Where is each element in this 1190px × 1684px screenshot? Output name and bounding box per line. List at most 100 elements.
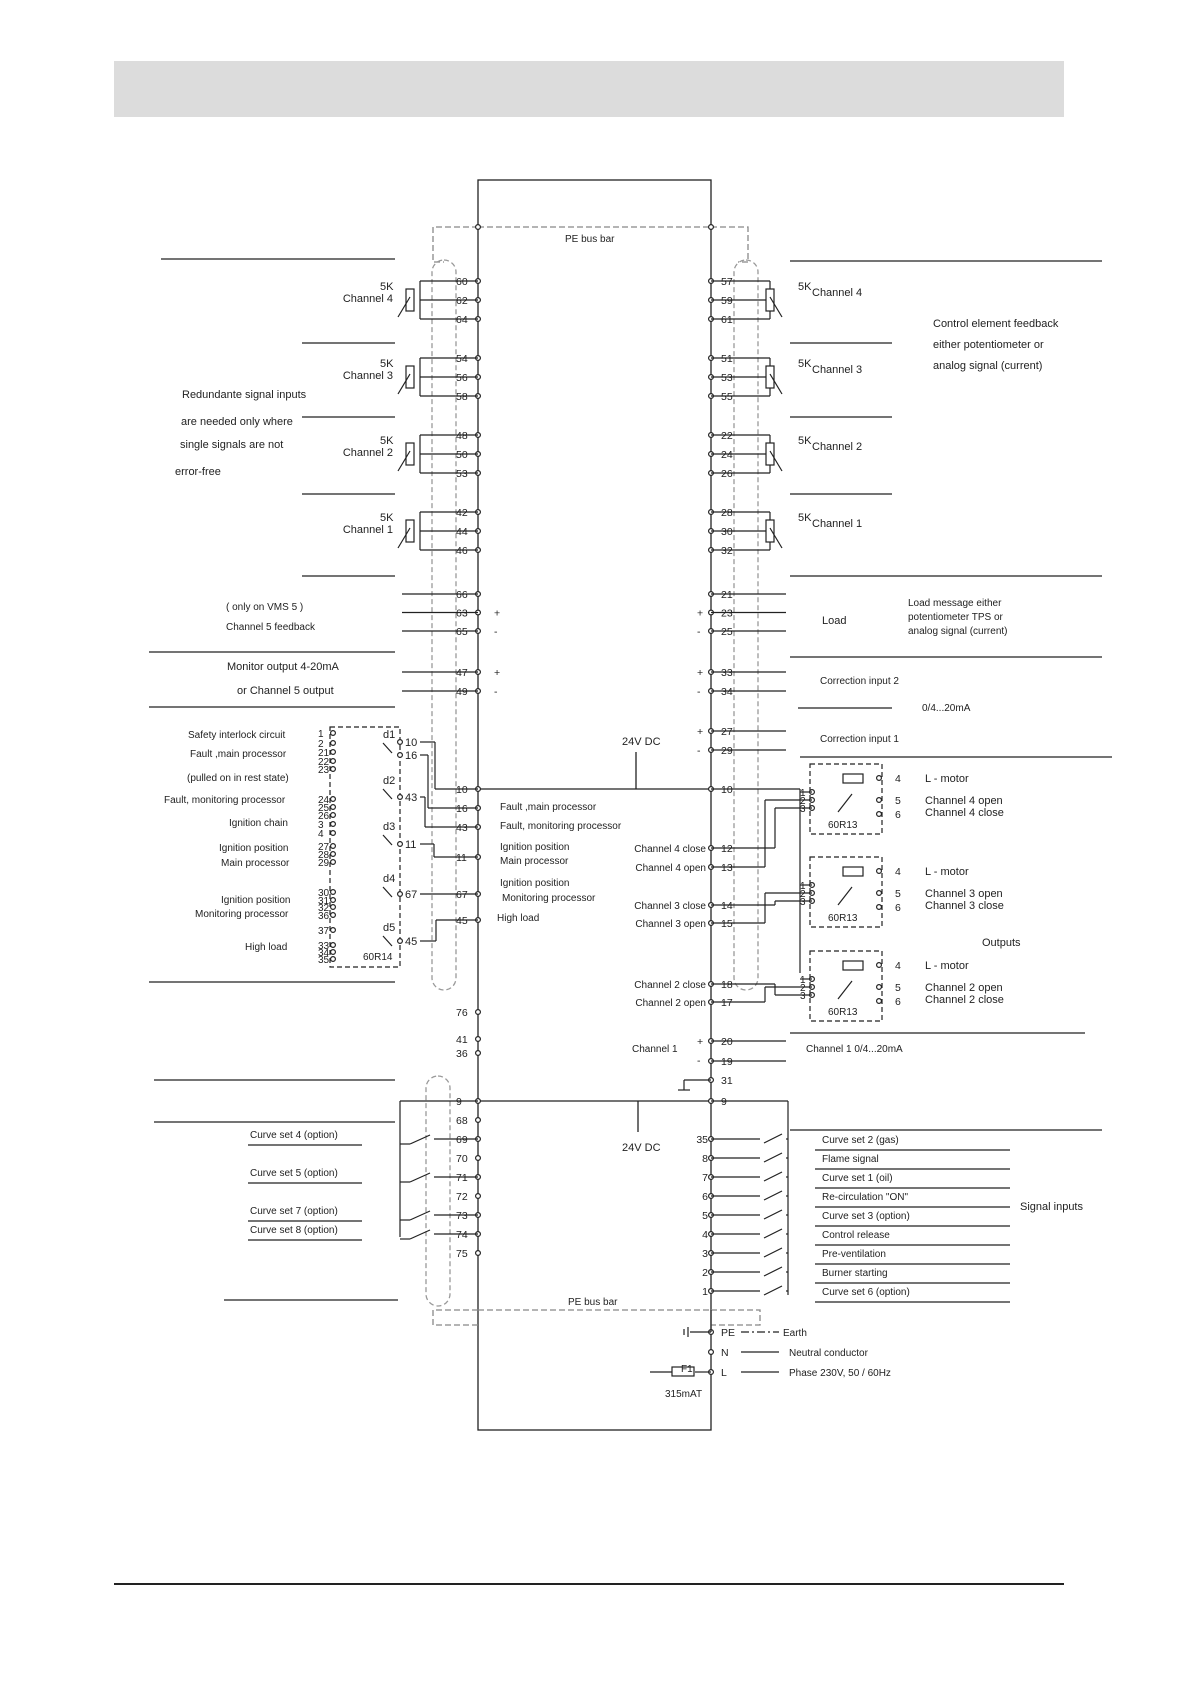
- relay-term-number: 2: [800, 796, 806, 807]
- signal-input-label: Flame signal: [822, 1154, 879, 1165]
- relay-term-number: 5: [895, 888, 901, 900]
- terminal-dot: [330, 903, 337, 910]
- relay-label-ign-pos-main-2: Main processor: [221, 858, 290, 869]
- terminal-dot: [397, 738, 404, 745]
- load-note-3: analog signal (current): [908, 626, 1008, 637]
- relay-contact-label: d4: [383, 873, 395, 885]
- pin-label: 44: [456, 526, 468, 538]
- signal-inputs-label: Signal inputs: [1020, 1201, 1083, 1213]
- pin-label: 41: [456, 1034, 468, 1046]
- pin-label: 3: [702, 1248, 708, 1260]
- sign-label: -: [697, 1055, 701, 1067]
- motor-open-label: Channel 4 open: [635, 863, 706, 874]
- pin-label: 68: [456, 1115, 468, 1127]
- load-note-1: Load message either: [908, 598, 1002, 609]
- relay-term-number: 2: [800, 983, 806, 994]
- pe-bus-top-label: PE bus bar: [565, 234, 615, 245]
- pot-wiper: [397, 296, 411, 318]
- terminal-dot: [330, 926, 337, 933]
- redundant-note-4: error-free: [175, 466, 221, 478]
- potentiometer-icon: [405, 442, 415, 466]
- redundant-note-3: single signals are not: [180, 439, 283, 451]
- motor-close-label: Channel 2 close: [634, 980, 706, 991]
- switch-icon: [763, 1190, 783, 1201]
- terminal-dot: [330, 896, 337, 903]
- signal-input-label: Control release: [822, 1230, 890, 1241]
- relay-term-label: 45: [405, 936, 417, 948]
- vms5-line1: ( only on VMS 5 ): [226, 602, 303, 613]
- pin-label: 18: [721, 979, 733, 991]
- relay-term-number: 6: [895, 902, 901, 914]
- switch-icon: [763, 1247, 783, 1258]
- switch-icon: [409, 1172, 431, 1183]
- channel-label: Channel 3: [343, 370, 393, 382]
- relay-pin-label: 4: [318, 829, 324, 840]
- pot-value: 5K: [798, 512, 812, 524]
- relay-pin-label: 29: [318, 858, 330, 869]
- sign-label: -: [697, 626, 701, 638]
- motor-open-desc: Channel 2 open: [925, 982, 1003, 994]
- pin-label: 63: [456, 608, 468, 620]
- terminal-dot: [330, 850, 337, 857]
- pin-label: 30: [721, 526, 733, 538]
- terminal-dot: [330, 955, 337, 962]
- terminal-dot: [330, 729, 337, 736]
- channel-label: Channel 1: [343, 524, 393, 536]
- relay-term-label: 11: [405, 839, 416, 851]
- relay-label-high-load: High load: [245, 942, 287, 953]
- relay-block-60R14: [329, 726, 401, 968]
- relay-pin-label: 30: [318, 888, 330, 899]
- shield-left-upper: [431, 259, 457, 991]
- switch-icon: [409, 1134, 431, 1145]
- relay-pin-label: 31: [318, 896, 330, 907]
- relay-term-number: 1: [800, 975, 806, 986]
- pin-label: 12: [721, 843, 733, 855]
- pin-label: 14: [721, 900, 733, 912]
- relay-pin-label: 33: [318, 941, 330, 952]
- curve-set-label: Curve set 8 (option): [250, 1225, 338, 1236]
- pin-label: 53: [456, 468, 468, 480]
- curve-set-label: Curve set 7 (option): [250, 1206, 338, 1217]
- switch-icon: [763, 1285, 783, 1296]
- feedback-note-1: Control element feedback: [933, 318, 1059, 330]
- pin-label: 7: [702, 1172, 708, 1184]
- motor-close-desc: Channel 4 close: [925, 807, 1004, 819]
- pin-label: 23: [721, 608, 733, 620]
- power-label: Earth: [783, 1328, 807, 1339]
- pin-label: 32: [721, 545, 733, 557]
- motor-close-label: Channel 3 close: [634, 901, 706, 912]
- pin-label: 21: [721, 589, 733, 601]
- pin-label: 69: [456, 1134, 468, 1146]
- fuse-name: F1: [681, 1364, 693, 1375]
- pin-label: 42: [456, 507, 468, 519]
- pin-label: 9: [721, 1096, 727, 1108]
- pot-wiper: [397, 373, 411, 395]
- terminal-dot: [330, 941, 337, 948]
- relay-term-number: 4: [895, 773, 901, 785]
- pot-wiper: [397, 450, 411, 472]
- channel-label: Channel 1: [812, 518, 862, 530]
- pin-label: 43: [456, 822, 468, 834]
- pin-label: 24: [721, 449, 733, 461]
- terminal-dot: [330, 765, 337, 772]
- terminal-dot: [875, 997, 882, 1004]
- motor-l-label: L - motor: [925, 773, 969, 785]
- pin-label: 48: [456, 430, 468, 442]
- sign-label: +: [697, 667, 703, 679]
- motor-open-label: Channel 2 open: [635, 998, 706, 1009]
- relay-pin-label: 21: [318, 748, 330, 759]
- relay-module-left: 60R14: [363, 952, 393, 963]
- pot-value: 5K: [380, 435, 394, 447]
- pin-label: 5: [702, 1210, 708, 1222]
- relay-contact-label: d5: [383, 922, 395, 934]
- relay-contact-label: d3: [383, 821, 395, 833]
- shield-right-upper: [733, 259, 759, 991]
- fuse-rating: 315mAT: [665, 1389, 702, 1400]
- channel-label: Channel 3: [812, 364, 862, 376]
- motor-close-desc: Channel 3 close: [925, 900, 1004, 912]
- pin-label: 31: [721, 1075, 733, 1087]
- fuse-icon: [842, 773, 864, 784]
- terminal-dot: [330, 842, 337, 849]
- pin-label: 49: [456, 686, 468, 698]
- relay-pin-label: 36: [318, 911, 330, 922]
